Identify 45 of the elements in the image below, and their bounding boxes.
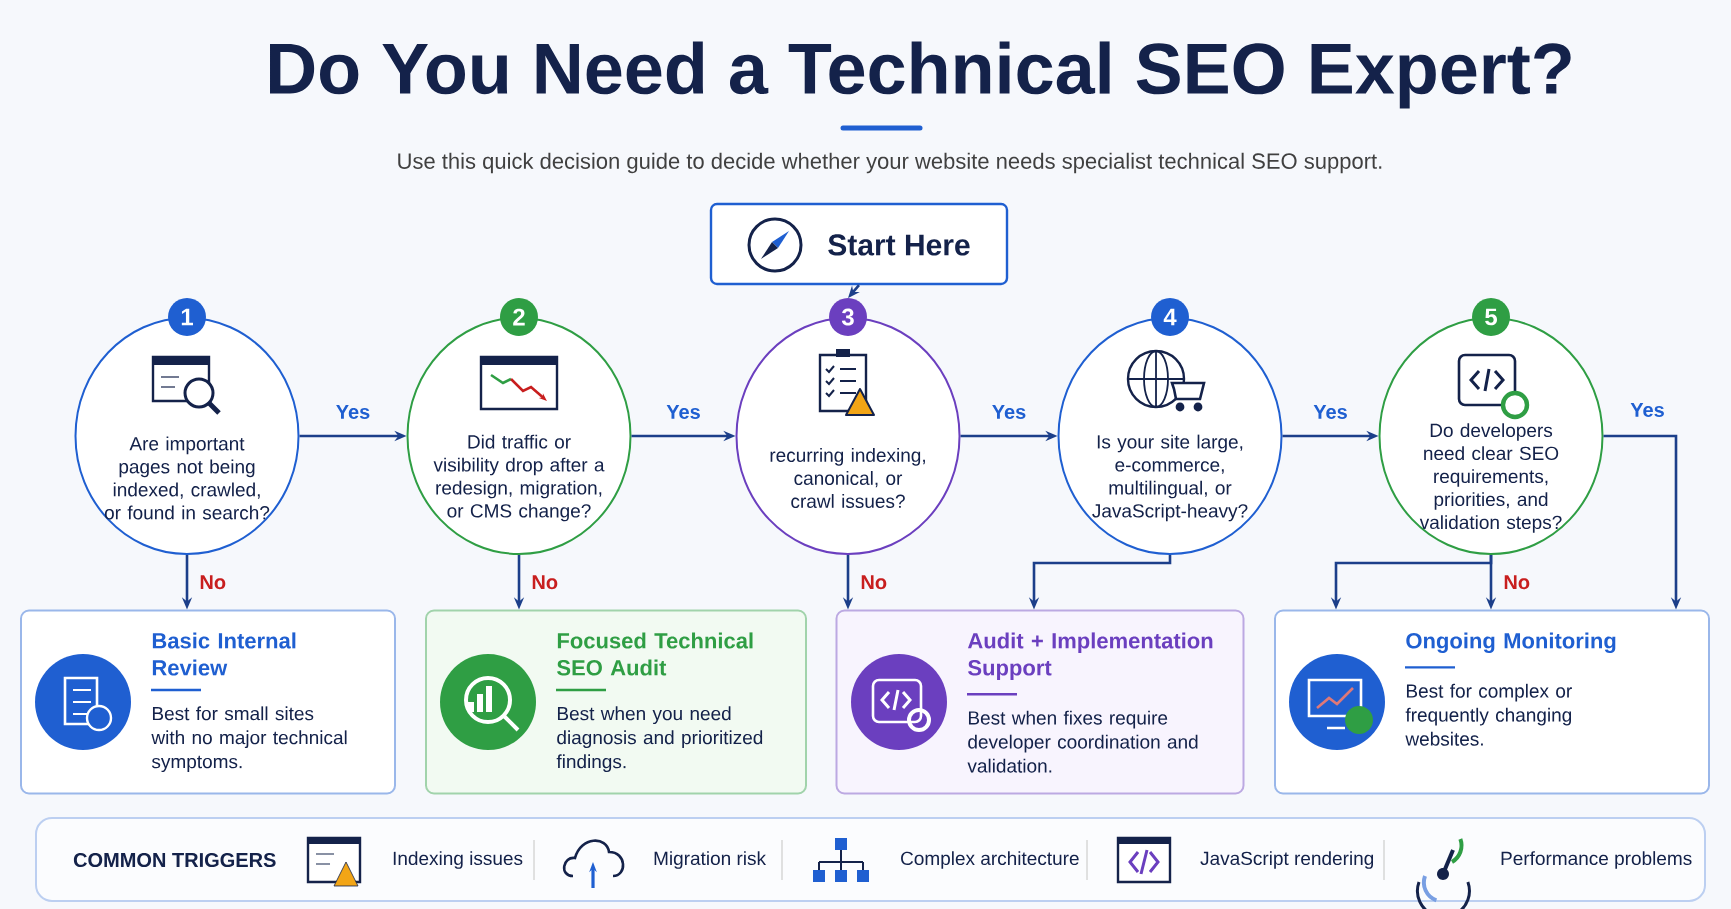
step-number: 3 — [829, 298, 867, 336]
card-description: Best for complex or frequently changing websites. — [1405, 683, 1572, 746]
step-number: 2 — [500, 298, 538, 336]
trigger-label: Indexing issues — [393, 851, 523, 869]
question-text: Did traffic or visibility drop after a redesign, migration, or CMS change? — [433, 434, 605, 522]
step-number: 4 — [1151, 298, 1189, 336]
triggers-heading: COMMON TRIGGERS — [73, 852, 276, 868]
question-text: recurring indexing, canonical, or crawl issues? — [770, 448, 925, 508]
decision-oval — [406, 298, 632, 555]
edge-label: Yes — [333, 403, 373, 421]
outcome-card — [425, 609, 807, 795]
decision-oval — [74, 298, 300, 555]
edge-label: Yes — [1311, 403, 1350, 421]
question-text: Are important pages not being indexed, crawled, or found in search? — [104, 436, 270, 520]
card-description: Best when fixes require developer coordination and validation. — [967, 710, 1198, 773]
trigger-label: Performance problems — [1501, 851, 1692, 869]
step-number: 1 — [168, 298, 206, 336]
card-title: Audit + Implementation Support — [967, 632, 1213, 680]
outcome-card — [835, 609, 1245, 795]
edge-label: No — [858, 573, 890, 592]
edge-label: No — [529, 573, 561, 592]
title: Do You Need a Technical SEO Expert? — [270, 41, 1571, 109]
card-title: Focused Technical SEO Audit — [557, 632, 753, 676]
trigger-label: Complex architecture — [901, 851, 1079, 869]
outcome-card — [20, 609, 396, 795]
subtitle: Use this quick decision guide to decide whether your website needs specialist technical SEO support. — [398, 152, 1382, 174]
step-number: 5 — [1472, 298, 1510, 336]
trigger-label: JavaScript rendering — [1200, 851, 1374, 869]
edge-label: No — [197, 573, 229, 592]
decision-oval — [1378, 298, 1604, 555]
edge-label: Yes — [1628, 401, 1667, 419]
edge-label: Yes — [664, 403, 703, 421]
card-title: Ongoing Monitoring — [1406, 632, 1616, 653]
question-text: Do developers need clear SEO requirements, priorities, and validation steps? — [1419, 423, 1562, 533]
decision-oval — [1057, 298, 1283, 555]
start-box: Start Here — [709, 202, 1009, 286]
card-description: Best when you need diagnosis and prioritized findings. — [556, 706, 763, 773]
outcome-card — [1274, 609, 1710, 795]
trigger-label: Migration risk — [654, 851, 767, 869]
card-title: Basic Internal Review — [152, 632, 296, 676]
question-text: Is your site large, e-commerce, multilingual, or JavaScript-heavy? — [1092, 434, 1248, 522]
card-description: Best for small sites with no major technical symptoms. — [151, 706, 347, 773]
edge-label: No — [1501, 573, 1533, 592]
edge-label: Yes — [989, 403, 1029, 421]
decision-oval — [735, 298, 961, 555]
